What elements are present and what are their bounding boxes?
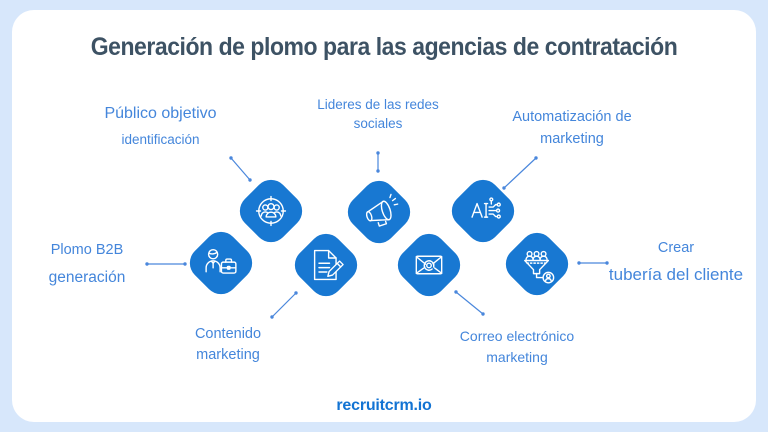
node-email-marketing bbox=[390, 226, 468, 304]
node-target-audience bbox=[232, 172, 310, 250]
ai-circuit-icon bbox=[471, 197, 501, 219]
node-marketing-automation bbox=[444, 172, 522, 250]
label-email-marketing: Correo electrónico marketing bbox=[434, 328, 600, 365]
label-line: marketing bbox=[486, 349, 548, 366]
megaphone-icon bbox=[365, 193, 399, 227]
label-line: Contenido bbox=[194, 326, 262, 342]
label-line: sociales bbox=[353, 115, 403, 131]
label-client-pipeline: Crear tubería del cliente bbox=[593, 240, 759, 284]
brand-logo-text: recruitcrm.io bbox=[336, 397, 432, 414]
label-line: Lideres de las redes bbox=[317, 97, 439, 112]
label-line: identificación bbox=[121, 132, 200, 148]
funnel-client-icon bbox=[524, 250, 555, 284]
label-line: marketing bbox=[540, 130, 604, 147]
label-line: Automatización de bbox=[512, 109, 632, 125]
label-b2b-lead-generation: Plomo B2B generación bbox=[14, 242, 160, 286]
node-content-marketing bbox=[287, 226, 365, 304]
node-b2b-lead-generation bbox=[182, 224, 260, 302]
label-content-marketing: Contenido marketing bbox=[158, 326, 298, 363]
label-line: Crear bbox=[657, 240, 695, 256]
label-line: Correo electrónico bbox=[459, 328, 575, 344]
label-marketing-automation: Automatización de marketing bbox=[490, 109, 654, 147]
document-pen-icon bbox=[313, 249, 344, 281]
label-social-media-leaders: Lideres de las redes sociales bbox=[305, 97, 451, 131]
label-line: marketing bbox=[196, 346, 260, 363]
envelope-at-icon bbox=[415, 255, 443, 275]
label-line: tubería del cliente bbox=[608, 264, 744, 284]
node-social-media-leaders bbox=[340, 173, 418, 251]
businessman-briefcase-icon bbox=[205, 249, 237, 274]
label-line: Público objetivo bbox=[104, 105, 217, 122]
label-target-audience: Público objetivo identificación bbox=[78, 105, 243, 148]
node-client-pipeline bbox=[498, 225, 576, 303]
label-line: generación bbox=[48, 268, 126, 286]
page-title: Generación de plomo para las agencias de… bbox=[90, 33, 678, 61]
label-line: Plomo B2B bbox=[50, 242, 124, 258]
target-audience-icon bbox=[255, 195, 287, 227]
